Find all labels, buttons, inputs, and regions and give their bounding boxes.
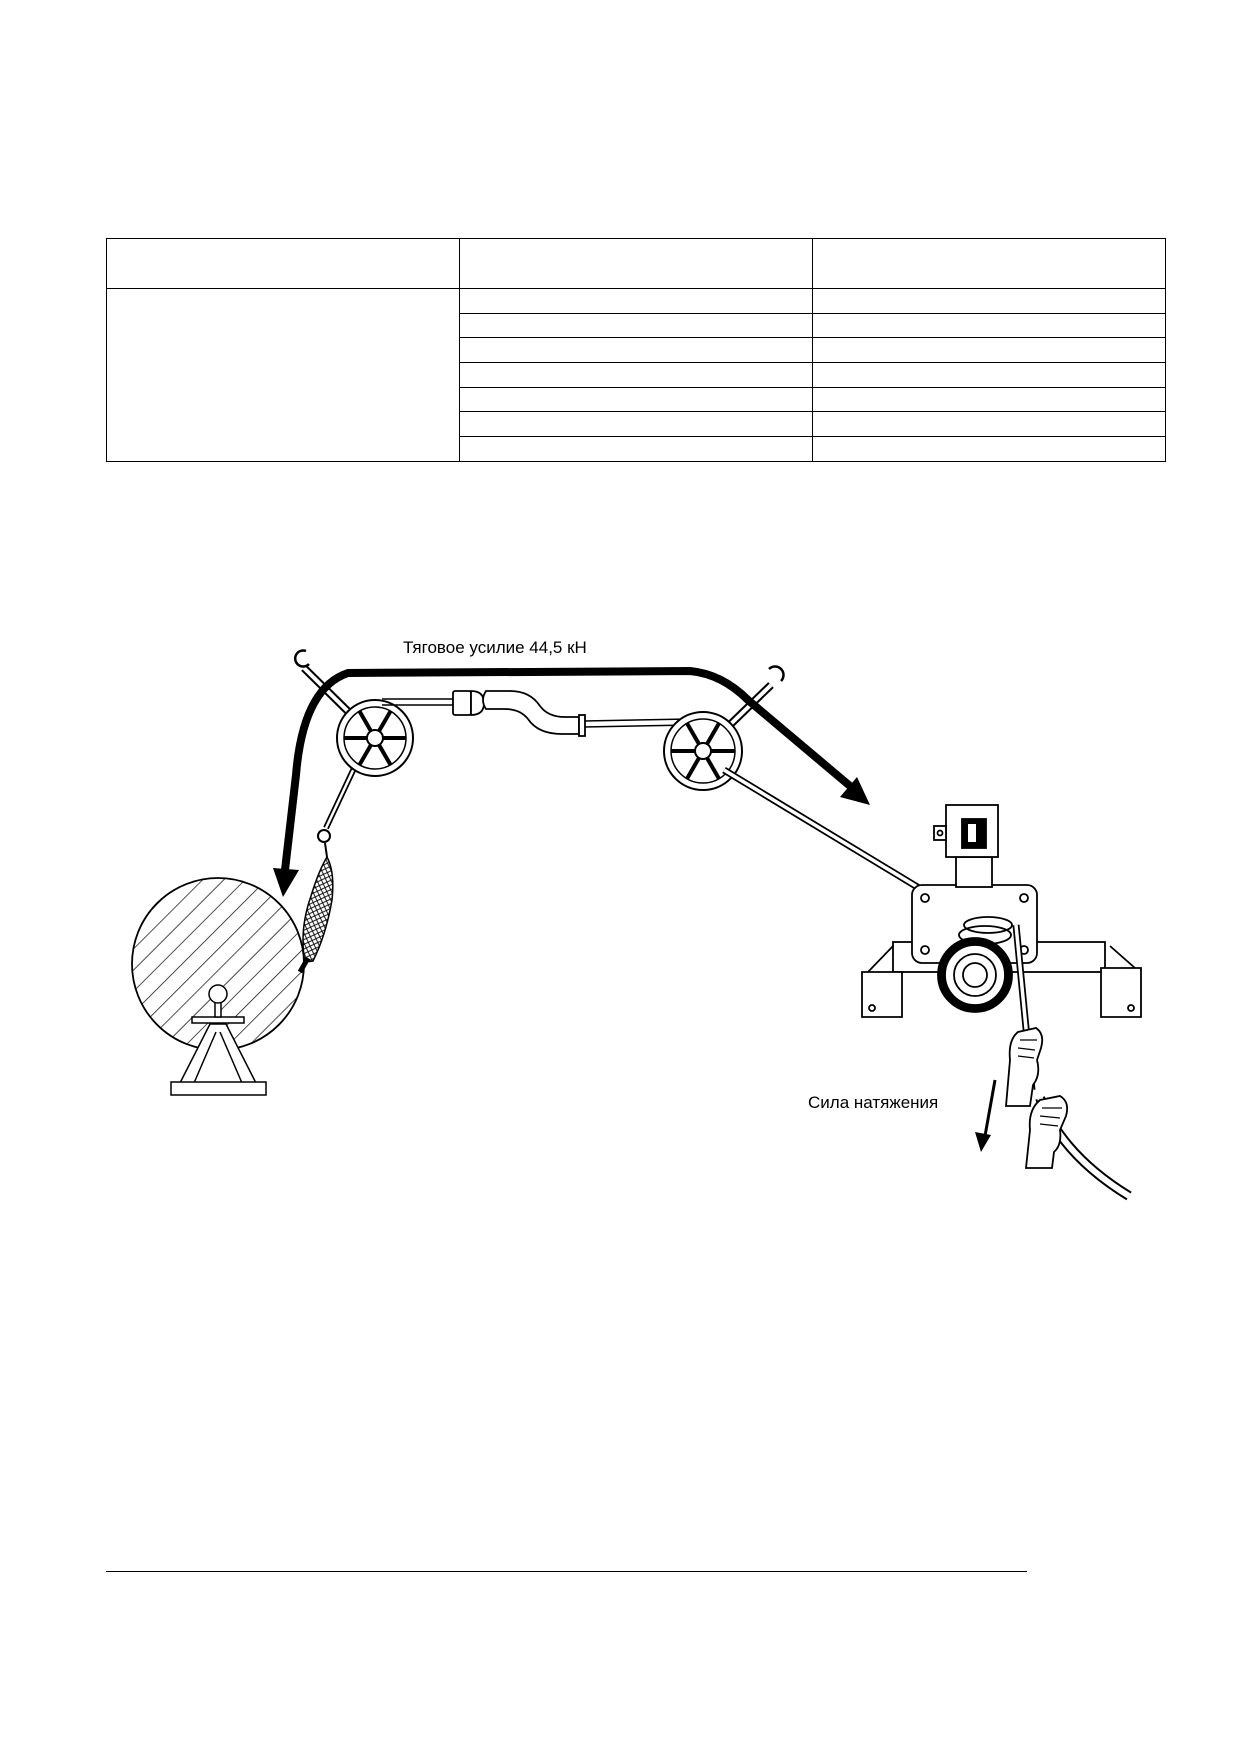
table-cell	[459, 436, 813, 462]
pulling-rope	[382, 698, 691, 728]
footer-divider	[106, 1571, 1027, 1572]
left-pulley-block	[293, 649, 414, 777]
stand-base	[170, 1081, 267, 1096]
table-cell	[459, 386, 813, 413]
table-cell	[812, 362, 1166, 388]
upper-hand-icon	[1005, 1027, 1044, 1107]
cable-connector	[452, 690, 586, 737]
lower-hand-icon	[1025, 1095, 1069, 1169]
table-row	[107, 312, 1166, 339]
specification-table	[106, 238, 1166, 462]
operator-hands	[1005, 1027, 1069, 1169]
table-header-cell	[459, 238, 813, 289]
table-header-cell	[812, 238, 1166, 289]
table-row	[107, 411, 1166, 438]
pulley-hub	[694, 742, 712, 760]
table-row	[107, 436, 1166, 462]
pulling-grip	[297, 762, 359, 974]
connector-sleeve	[452, 690, 472, 716]
table-header-cell	[106, 238, 460, 289]
tension-label: Сила натяжения	[808, 1093, 938, 1112]
table-row	[106, 288, 1166, 462]
pulling-force-label: Тяговое усилие 44,5 кН	[403, 638, 587, 657]
winch-column	[955, 856, 993, 888]
hook-icon	[768, 665, 785, 682]
stand-brace	[193, 1031, 243, 1084]
tension-arrow-icon	[975, 1079, 997, 1152]
winch-left-foot	[861, 971, 903, 1018]
pulley-hub	[366, 729, 384, 747]
cable-end-cap	[578, 714, 586, 737]
winch-right-foot	[1100, 967, 1142, 1018]
table-cell	[812, 386, 1166, 413]
capstan-drum	[937, 916, 1013, 1013]
table-cell	[459, 312, 813, 339]
table-cell	[812, 436, 1166, 462]
cable-end	[482, 690, 580, 735]
grip-tail	[324, 842, 328, 858]
table-header-row	[106, 238, 1166, 289]
table-cell	[459, 411, 813, 438]
table-row	[107, 337, 1166, 364]
capstan-winch	[861, 804, 1142, 1018]
hook-icon	[293, 649, 310, 668]
swivel-shackle	[317, 829, 331, 843]
table-cell	[812, 288, 1166, 314]
table-cell	[812, 411, 1166, 438]
right-pulley-block	[663, 665, 785, 791]
table-cell	[459, 337, 813, 364]
stand-spindle	[214, 1001, 222, 1018]
stand-crossbar	[191, 1016, 245, 1024]
table-row	[107, 362, 1166, 388]
table-row	[107, 386, 1166, 413]
mesh-grip	[302, 855, 334, 963]
spindle-knob	[208, 984, 228, 1004]
reel-stand	[170, 984, 267, 1096]
connector-cap	[470, 690, 485, 716]
table-cell	[459, 362, 813, 388]
pulling-force-arrow-icon	[273, 666, 870, 897]
